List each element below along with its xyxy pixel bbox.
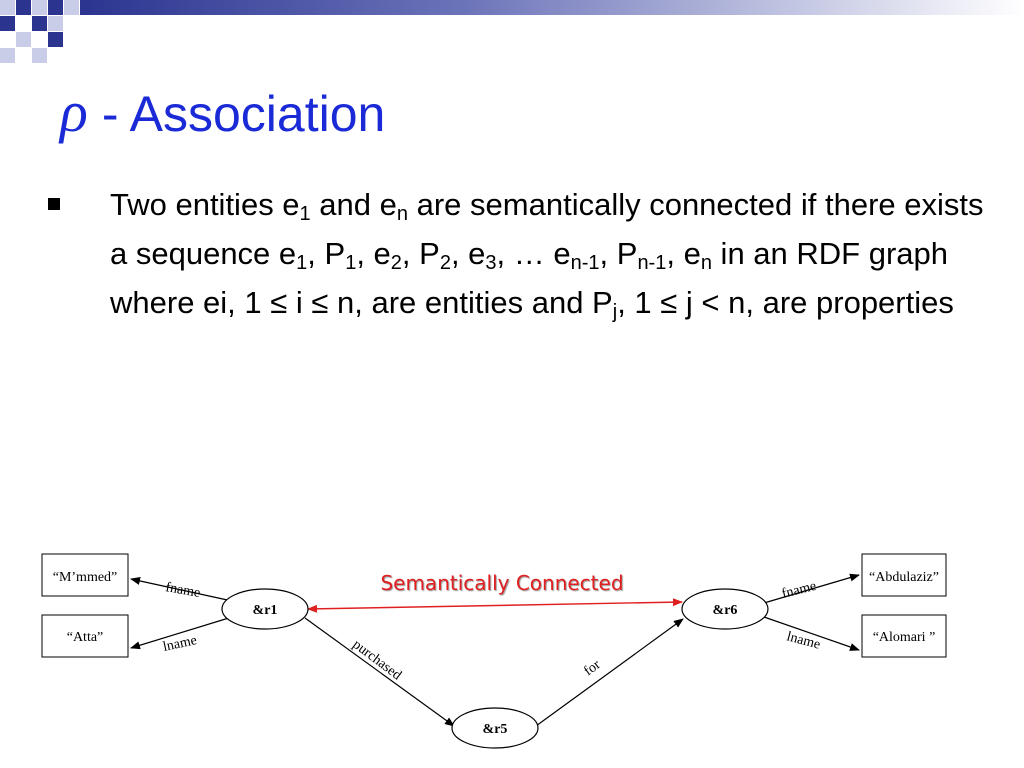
bullet-subscript: 1 (345, 252, 357, 274)
bullet-text-segment: , e (356, 236, 391, 271)
header-gradient-bar (80, 0, 1024, 15)
bullet-text-segment: Two entities e (110, 187, 300, 222)
node-r5-label: &r5 (483, 722, 508, 737)
bullet-text-segment: and e (310, 187, 397, 222)
bullet-subscript: n (396, 203, 408, 225)
bullet-text: Two entities e1 and en are semantically … (110, 180, 990, 327)
edge-lname-left (130, 616, 233, 650)
bullet-text-segment: , P (599, 236, 638, 271)
bullet-subscript: 2 (439, 252, 451, 274)
edge-label-fname-left: fname (164, 580, 201, 601)
node-r1-label: &r1 (253, 603, 278, 618)
node-r1 (221, 588, 309, 630)
edge-for (535, 618, 684, 727)
bullet-subscript: n-1 (637, 252, 667, 274)
bullet-subscript: 1 (299, 203, 311, 225)
edge-fname-left (130, 577, 233, 602)
edge-label-purchased: purchased (350, 637, 404, 683)
bullet-square-icon (48, 198, 60, 210)
literal-alomari: “Alomari ” (873, 630, 936, 645)
literal-atta: “Atta” (67, 630, 104, 645)
bullet-subscript: j (612, 301, 618, 323)
corner-square-12 (0, 48, 15, 63)
edge-label-fname-right: fname (780, 579, 818, 602)
slide-title-text: - Association (101, 86, 386, 142)
slide-title: ρ - Association (60, 78, 385, 148)
corner-square-3 (32, 0, 47, 15)
rho-symbol: ρ (60, 79, 88, 144)
rdf-graph-diagram: “M’mmed” “Atta” “Abdulaziz” “Alomari ” S… (41, 553, 947, 749)
bullet-subscript: n-1 (570, 252, 600, 274)
node-r6 (681, 588, 769, 630)
edge-label-lname-right: lname (785, 629, 822, 652)
bullet-subscript: 3 (485, 252, 497, 274)
bullet-text-segment: , 1 ≤ j < n, are properties (617, 285, 954, 320)
corner-square-7 (32, 16, 47, 31)
corner-square-4 (48, 0, 63, 15)
corner-square-5 (64, 0, 79, 15)
corner-square-11 (32, 48, 47, 63)
corner-square-6 (0, 16, 15, 31)
semantic-connection-arrow (307, 598, 683, 613)
bullet-subscript: 1 (296, 252, 308, 274)
literal-mmed: “M’mmed” (53, 570, 118, 585)
edge-fname-right (763, 573, 860, 604)
corner-square-10 (48, 32, 63, 47)
literal-abdulaziz: “Abdulaziz” (869, 570, 939, 585)
bullet-text-segment: in an RDF graph where ei, 1 ≤ i ≤ n, are… (110, 236, 948, 320)
literal-box-abdulaziz (861, 553, 947, 597)
node-r6-label: &r6 (713, 603, 738, 618)
literal-box-alomari (861, 614, 947, 658)
bullet-text-segment: , P (401, 236, 440, 271)
edge-label-lname-left: lname (162, 633, 199, 655)
bullet-text-segment: , P (307, 236, 346, 271)
corner-square-8 (48, 16, 63, 31)
bullet-subscript: n (700, 252, 712, 274)
node-r5 (451, 707, 539, 749)
bullet-text-segment: , e (666, 236, 701, 271)
edge-purchased (304, 617, 455, 727)
bullet-subscript: 2 (390, 252, 402, 274)
literal-box-mmed (41, 553, 129, 597)
corner-square-2 (16, 0, 31, 15)
bullet-text-segment: , e (450, 236, 486, 271)
bullet-text-segment: , … e (496, 236, 571, 271)
corner-square-9 (16, 32, 31, 47)
edge-label-for: for (581, 657, 603, 679)
literal-box-atta (41, 614, 129, 658)
bullet-text-segment: are semantically connected if there exis… (110, 187, 984, 271)
semantic-connection-label: Semantically Connected (380, 571, 623, 595)
corner-square-1 (0, 0, 15, 15)
edge-lname-right (763, 616, 860, 651)
